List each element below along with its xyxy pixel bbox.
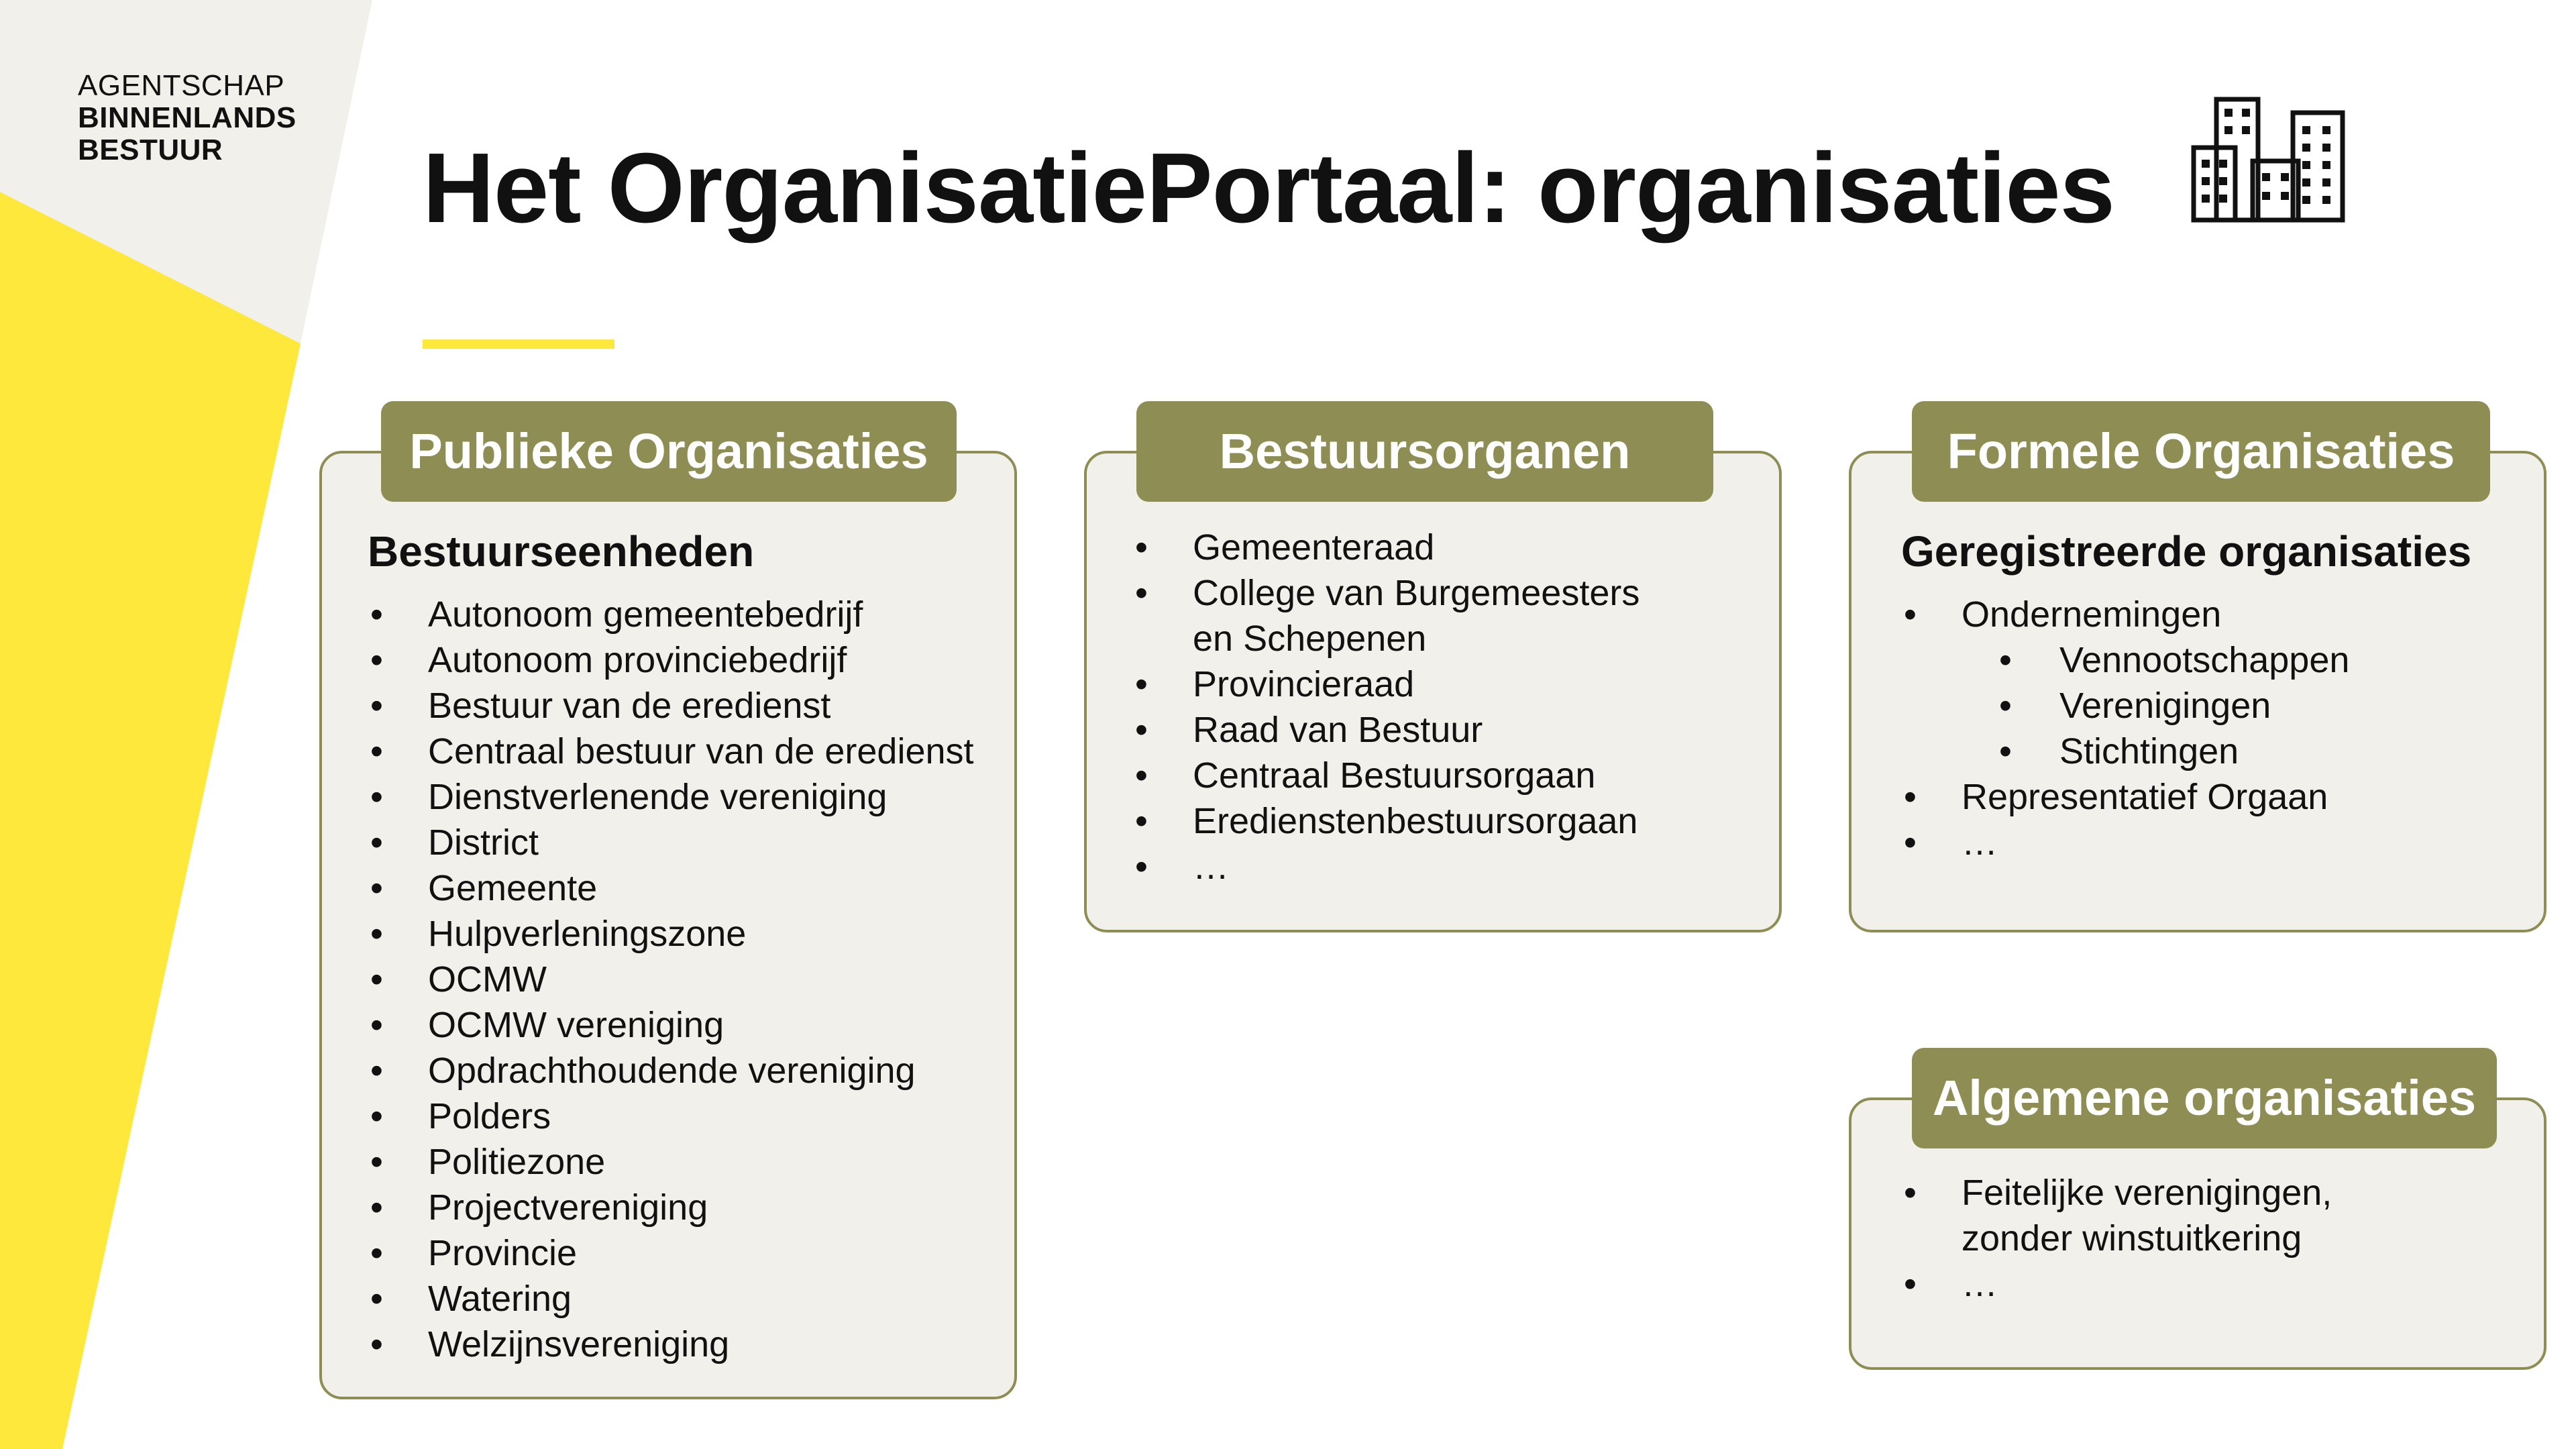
list-item: Ondernemingen: [1901, 592, 2349, 637]
list-item: Bestuur van de eredienst: [368, 683, 974, 729]
list-item: Projectvereniging: [368, 1185, 974, 1230]
list-item: Opdrachthoudende vereniging: [368, 1048, 974, 1093]
sub-list-item: Verenigingen: [1901, 683, 2349, 729]
list-item: Provincieraad: [1132, 661, 1640, 707]
list-item: Provincie: [368, 1230, 974, 1276]
sub-list-item: Vennootschappen: [1901, 637, 2349, 683]
list-item: Centraal bestuur van de eredienst: [368, 729, 974, 774]
list-item: Welzijnsvereniging: [368, 1322, 974, 1367]
list-item: Raad van Bestuur: [1132, 707, 1640, 753]
list-item: Autonoom gemeentebedrijf: [368, 592, 974, 637]
list-item: Autonoom provinciebedrijf: [368, 637, 974, 683]
list-item: Centraal Bestuursorgaan: [1132, 753, 1640, 798]
geregistreerde-organisaties-list: Ondernemingen Vennootschappen Vereniging…: [1901, 592, 2349, 865]
title-underline: [423, 339, 614, 349]
geregistreerde-organisaties-heading: Geregistreerde organisaties: [1901, 527, 2472, 576]
logo-line-3: BESTUUR: [78, 133, 223, 166]
list-item: District: [368, 820, 974, 865]
bestuursorganen-card: Gemeenteraad College van Burgemeesters e…: [1084, 451, 1782, 932]
list-item-line-1: College van Burgemeesters: [1193, 573, 1640, 613]
publieke-organisaties-card: Bestuurseenheden Autonoom gemeentebedrij…: [319, 451, 1017, 1399]
list-item: Polders: [368, 1093, 974, 1139]
publieke-organisaties-header: Publieke Organisaties: [381, 401, 957, 502]
list-item: Gemeenteraad: [1132, 525, 1640, 570]
list-item-line-2: zonder winstuitkering: [1962, 1218, 2302, 1258]
bestuurseenheden-list: Autonoom gemeentebedrijf Autonoom provin…: [368, 592, 974, 1367]
bestuursorganen-header: Bestuursorganen: [1136, 401, 1713, 502]
formele-organisaties-header: Formele Organisaties: [1912, 401, 2490, 502]
list-item: OCMW: [368, 957, 974, 1002]
algemene-organisaties-header: Algemene organisaties: [1912, 1048, 2497, 1148]
list-item: Representatief Orgaan: [1901, 774, 2349, 820]
list-item-line-2: en Schepenen: [1193, 619, 1427, 659]
algemene-organisaties-list: Feitelijke verenigingen, zonder winstuit…: [1901, 1170, 2332, 1307]
list-item: …: [1901, 820, 2349, 865]
list-item: OCMW vereniging: [368, 1002, 974, 1048]
list-item: …: [1901, 1261, 2332, 1307]
list-item-line-1: Feitelijke verenigingen,: [1962, 1173, 2332, 1213]
bestuurseenheden-heading: Bestuurseenheden: [368, 527, 755, 576]
logo-line-2: BINNENLANDS: [78, 101, 297, 134]
office-buildings-icon: [2191, 97, 2345, 223]
list-item: …: [1132, 844, 1640, 890]
logo-line-1: AGENTSCHAP: [78, 69, 285, 102]
list-item: Eredienstenbestuursorgaan: [1132, 798, 1640, 844]
list-item: Feitelijke verenigingen, zonder winstuit…: [1901, 1170, 2332, 1261]
list-item: Politiezone: [368, 1139, 974, 1185]
formele-organisaties-card: Geregistreerde organisaties Onderneminge…: [1849, 451, 2546, 932]
page-title: Het OrganisatiePortaal: organisaties: [423, 133, 2115, 244]
agency-logo: AGENTSCHAP BINNENLANDS BESTUUR: [78, 70, 297, 166]
list-item: Gemeente: [368, 865, 974, 911]
list-item: Watering: [368, 1276, 974, 1322]
bestuursorganen-list: Gemeenteraad College van Burgemeesters e…: [1132, 525, 1640, 890]
sub-list-item: Stichtingen: [1901, 729, 2349, 774]
list-item: Dienstverlenende vereniging: [368, 774, 974, 820]
list-item: Hulpverleningszone: [368, 911, 974, 957]
list-item: College van Burgemeesters en Schepenen: [1132, 570, 1640, 661]
